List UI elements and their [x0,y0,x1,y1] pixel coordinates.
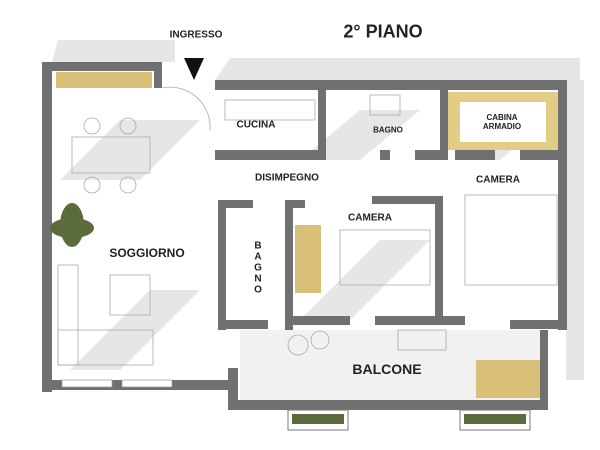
stairs [295,225,321,293]
balcony-bench [476,360,542,398]
room-label-disimpegno: DISIMPEGNO [255,172,319,184]
plant-icon [50,203,94,247]
furniture [57,94,558,366]
room-label-bagno: BAGNO [373,125,403,135]
room-label-balcone: BALCONE [352,360,422,377]
cabina-line: CABINA [486,112,518,122]
letter: G [254,262,262,274]
letter: N [254,273,262,285]
entrance-door [161,86,211,131]
room-label-camera-right: CAMERA [476,174,520,186]
entrance-arrow-icon [184,58,204,80]
page-title: 2° PIANO [343,21,423,42]
room-label-cucina: CUCINA [236,119,276,131]
entrance-label: INGRESSO [169,29,223,41]
letter: O [254,284,262,296]
letter: B [254,240,262,252]
planter [464,414,526,424]
room-label-soggiorno: SOGGIORNO [109,246,185,261]
planter [292,414,344,424]
room-label-cabina-armadio: CABINA ARMADIO [483,113,521,131]
room-label-camera-center: CAMERA [348,212,392,224]
kitchen-counter [56,72,152,88]
room-label-bagno-side: B A G N O [254,241,262,296]
letter: A [254,251,262,263]
armadio-line: ARMADIO [482,122,522,131]
